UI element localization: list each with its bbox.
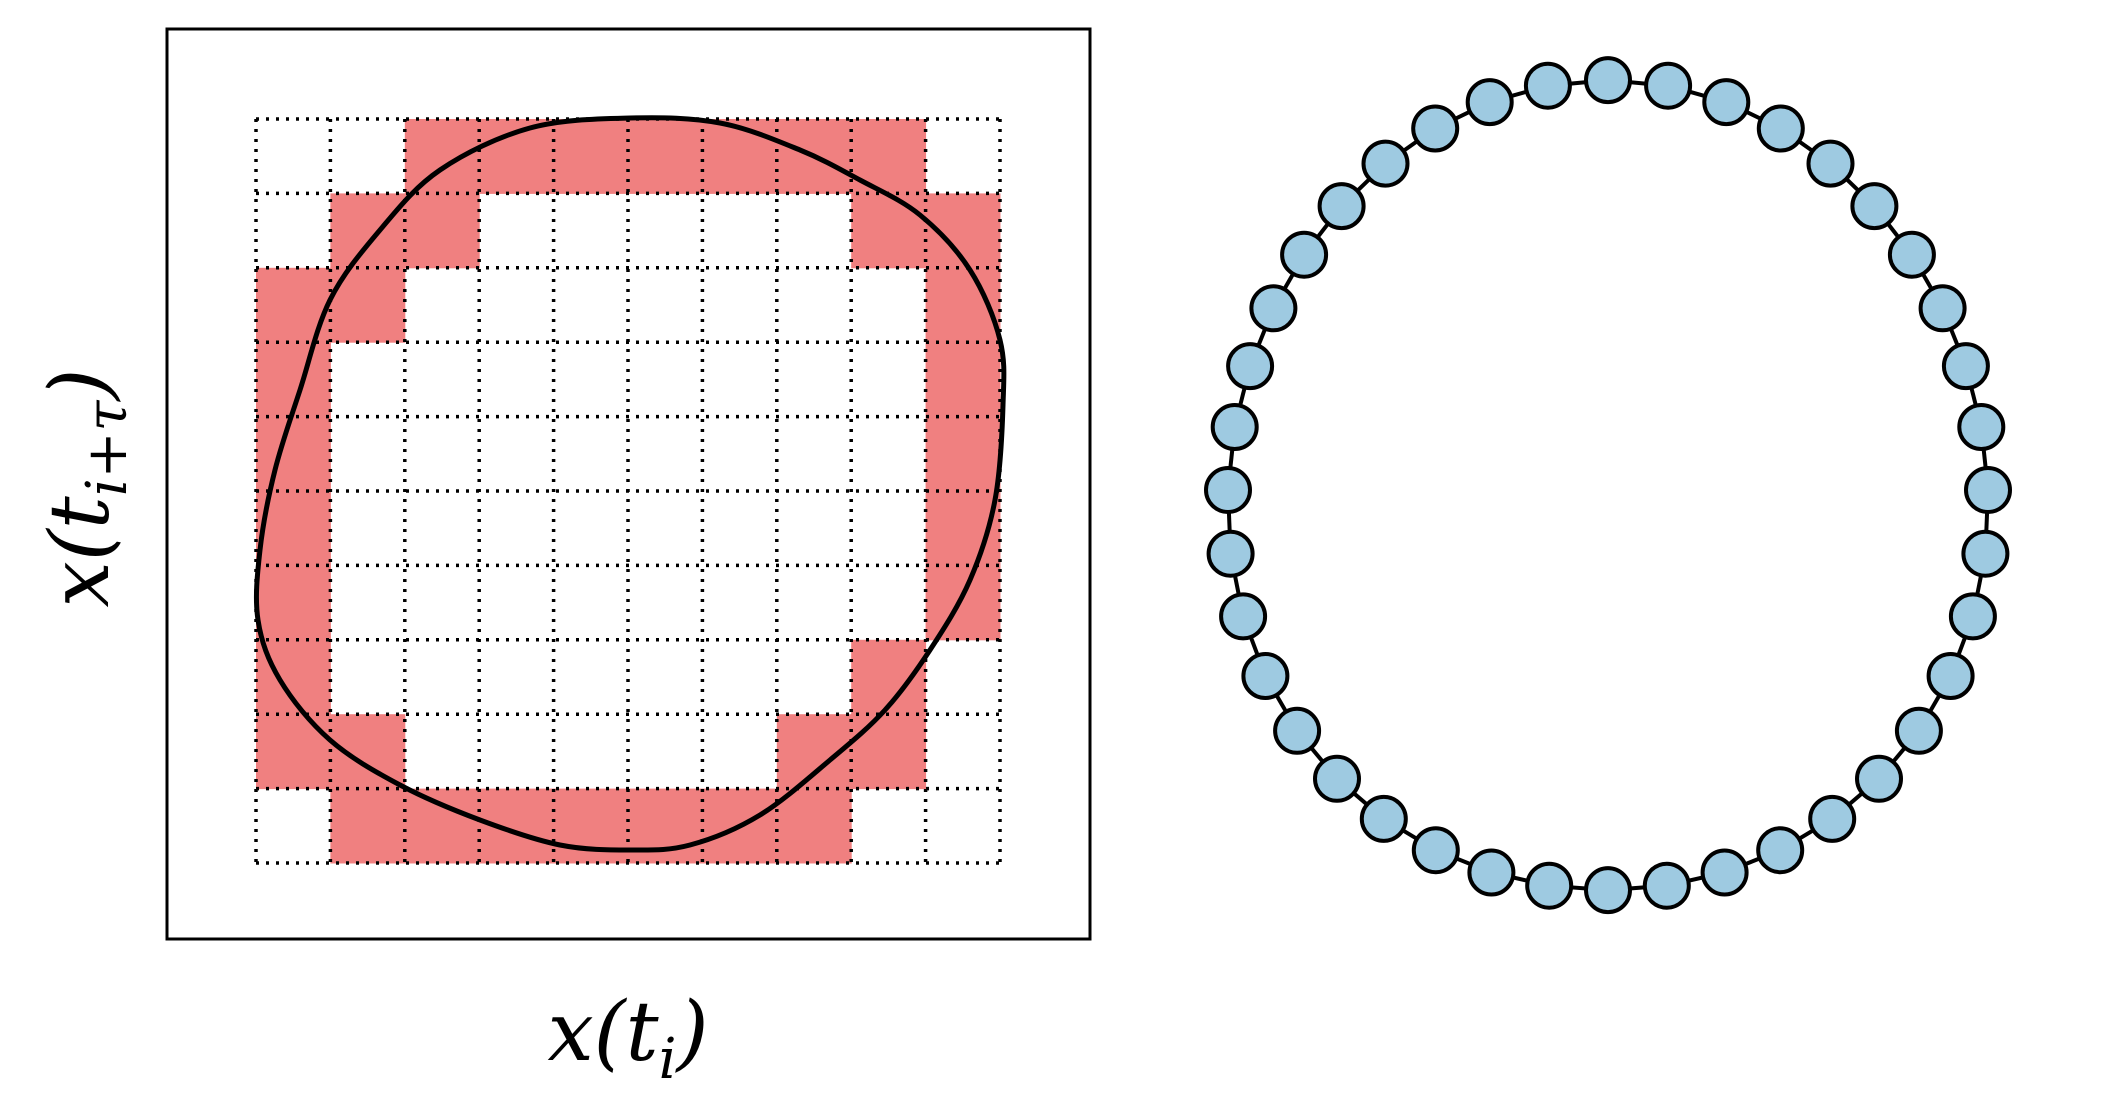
occupied-cell (925, 416, 1001, 492)
occupied-cell (404, 193, 480, 269)
ring-node (1226, 342, 1275, 391)
y-axis-label: x(ti+τ) (33, 368, 140, 607)
ring-node (1584, 56, 1632, 105)
ring-node (1465, 78, 1514, 127)
occupied-cell (776, 788, 852, 864)
ring-node (1644, 61, 1693, 110)
ring-node (1359, 794, 1408, 843)
ring-node (1850, 182, 1899, 231)
ring-node (1317, 182, 1366, 231)
ring-node (1241, 652, 1290, 700)
occupied-cells (256, 119, 1001, 864)
occupied-cell (851, 193, 927, 269)
occupied-cell (702, 119, 778, 194)
ring-node (1808, 794, 1857, 843)
ring-nodes (1204, 56, 2012, 915)
attractor-curve (253, 115, 1007, 853)
occupied-cell (404, 788, 480, 864)
ring-node (1411, 826, 1460, 875)
occupied-cell (330, 788, 406, 864)
occupied-cell (256, 714, 331, 790)
ring-node (1204, 466, 1252, 514)
ring-node (1249, 284, 1298, 333)
occupied-cell (553, 119, 629, 194)
ring-node (1206, 529, 1255, 578)
occupied-cell (628, 119, 703, 194)
ring-node (1525, 861, 1574, 910)
ring-node (1756, 826, 1805, 875)
ring-node (1273, 706, 1322, 755)
ring-network-panel (1204, 56, 2012, 915)
ring-node (1584, 866, 1632, 915)
ring-node (1313, 754, 1361, 803)
occupied-cell (256, 565, 331, 641)
occupied-cell (851, 714, 927, 790)
occupied-cell (330, 193, 406, 269)
ring-node (1806, 139, 1855, 188)
ring-node (1887, 230, 1936, 279)
ring-node (1961, 529, 2010, 578)
ring-node (1918, 284, 1967, 333)
occupied-cell (925, 565, 1001, 641)
recurrence-grid-panel: x(ti) x(ti+τ) (33, 27, 1092, 1092)
plot-frame (165, 27, 1092, 941)
occupied-cell (256, 416, 331, 492)
ring-node (1642, 861, 1691, 910)
ring-node (1702, 78, 1751, 127)
ring-node (1700, 848, 1749, 897)
ring-node (1941, 342, 1990, 391)
ring-node (1523, 61, 1572, 110)
ring-node (1926, 652, 1975, 700)
ring-node (1467, 848, 1516, 897)
ring-node (1948, 592, 1997, 641)
ring-node (1219, 592, 1268, 641)
ring-node (1855, 754, 1903, 803)
dotted-grid (254, 117, 1002, 865)
occupied-cell (404, 119, 480, 194)
ring-node (1361, 139, 1410, 188)
ring-node (1957, 403, 2006, 451)
ring-node (1894, 706, 1943, 755)
ring-node (1210, 403, 1259, 451)
x-axis-label: x(ti) (547, 985, 708, 1092)
ring-node (1756, 104, 1805, 153)
ring-node (1411, 104, 1460, 153)
ring-node (1964, 466, 2012, 514)
ring-node (1280, 230, 1329, 279)
occupied-cell (925, 342, 1001, 418)
